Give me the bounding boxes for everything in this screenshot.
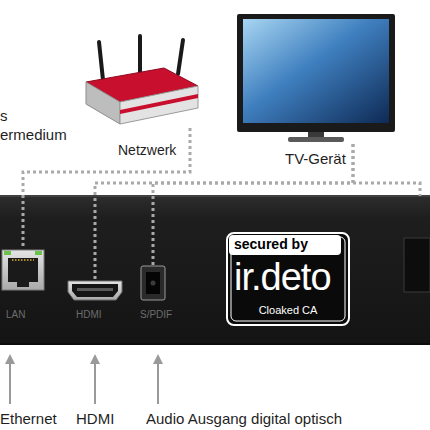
pointer-arrow — [9, 356, 11, 404]
antenna — [178, 40, 183, 74]
lan-port: LAN — [0, 248, 46, 292]
tv-screen — [243, 19, 389, 123]
router-device: Netzwerk — [80, 40, 198, 128]
hdmi-opening — [72, 284, 118, 297]
pointer-arrow — [94, 356, 96, 404]
panel-edge — [0, 195, 430, 197]
hdmi-port: HDMI — [68, 280, 122, 302]
node-text: secured by — [234, 237, 308, 251]
spdif-port: S/PDIF — [141, 265, 165, 300]
node-text: S/PDIF — [140, 310, 172, 320]
rj45-opening — [8, 258, 38, 282]
optical-shutter — [151, 281, 156, 286]
rj45-contacts — [12, 259, 34, 261]
dotted-connector — [23, 128, 190, 248]
optical-opening — [146, 272, 160, 294]
tv-stand-neck — [308, 132, 324, 137]
rj45-shell — [2, 250, 44, 290]
hdmi-tongue — [77, 288, 113, 291]
callout-label: HDMI — [76, 411, 114, 426]
tv-stand-base — [288, 137, 344, 142]
dotted-wire — [353, 183, 420, 196]
callout-label: ermedium — [0, 127, 67, 142]
node-text: TV-Gerät — [285, 151, 346, 166]
router-stripe — [120, 94, 198, 114]
callout-label: Ethernet — [0, 411, 57, 426]
cropped-port — [404, 238, 430, 292]
antenna — [138, 36, 142, 74]
router-side — [120, 86, 198, 124]
node-text: Cloaked CA — [226, 305, 350, 316]
status-led — [35, 251, 42, 255]
irdeto-badge: secured by ir.detoCloaked CA — [226, 232, 350, 326]
node-text: Netzwerk — [118, 143, 176, 157]
callout-label: Audio Ausgang digital optisch — [146, 411, 342, 426]
optical-shell — [141, 266, 165, 300]
rj45-notch — [17, 281, 29, 287]
tv-device: TV-Gerät — [235, 12, 397, 144]
badge-header — [229, 235, 341, 255]
status-led — [4, 251, 11, 255]
hdmi-shell — [68, 281, 122, 300]
pointer-arrow — [157, 356, 159, 404]
node-text: LAN — [6, 310, 25, 320]
node-text: ir.deto — [234, 258, 331, 296]
receiver-panel — [0, 195, 430, 345]
node-text: HDMI — [76, 310, 102, 320]
badge-frame — [227, 233, 349, 325]
dotted-connector — [153, 144, 353, 265]
tv-frame — [237, 14, 395, 132]
callout-label: s — [0, 108, 8, 123]
antenna — [99, 42, 103, 80]
router-front — [86, 82, 120, 124]
panel-edge — [0, 343, 430, 345]
